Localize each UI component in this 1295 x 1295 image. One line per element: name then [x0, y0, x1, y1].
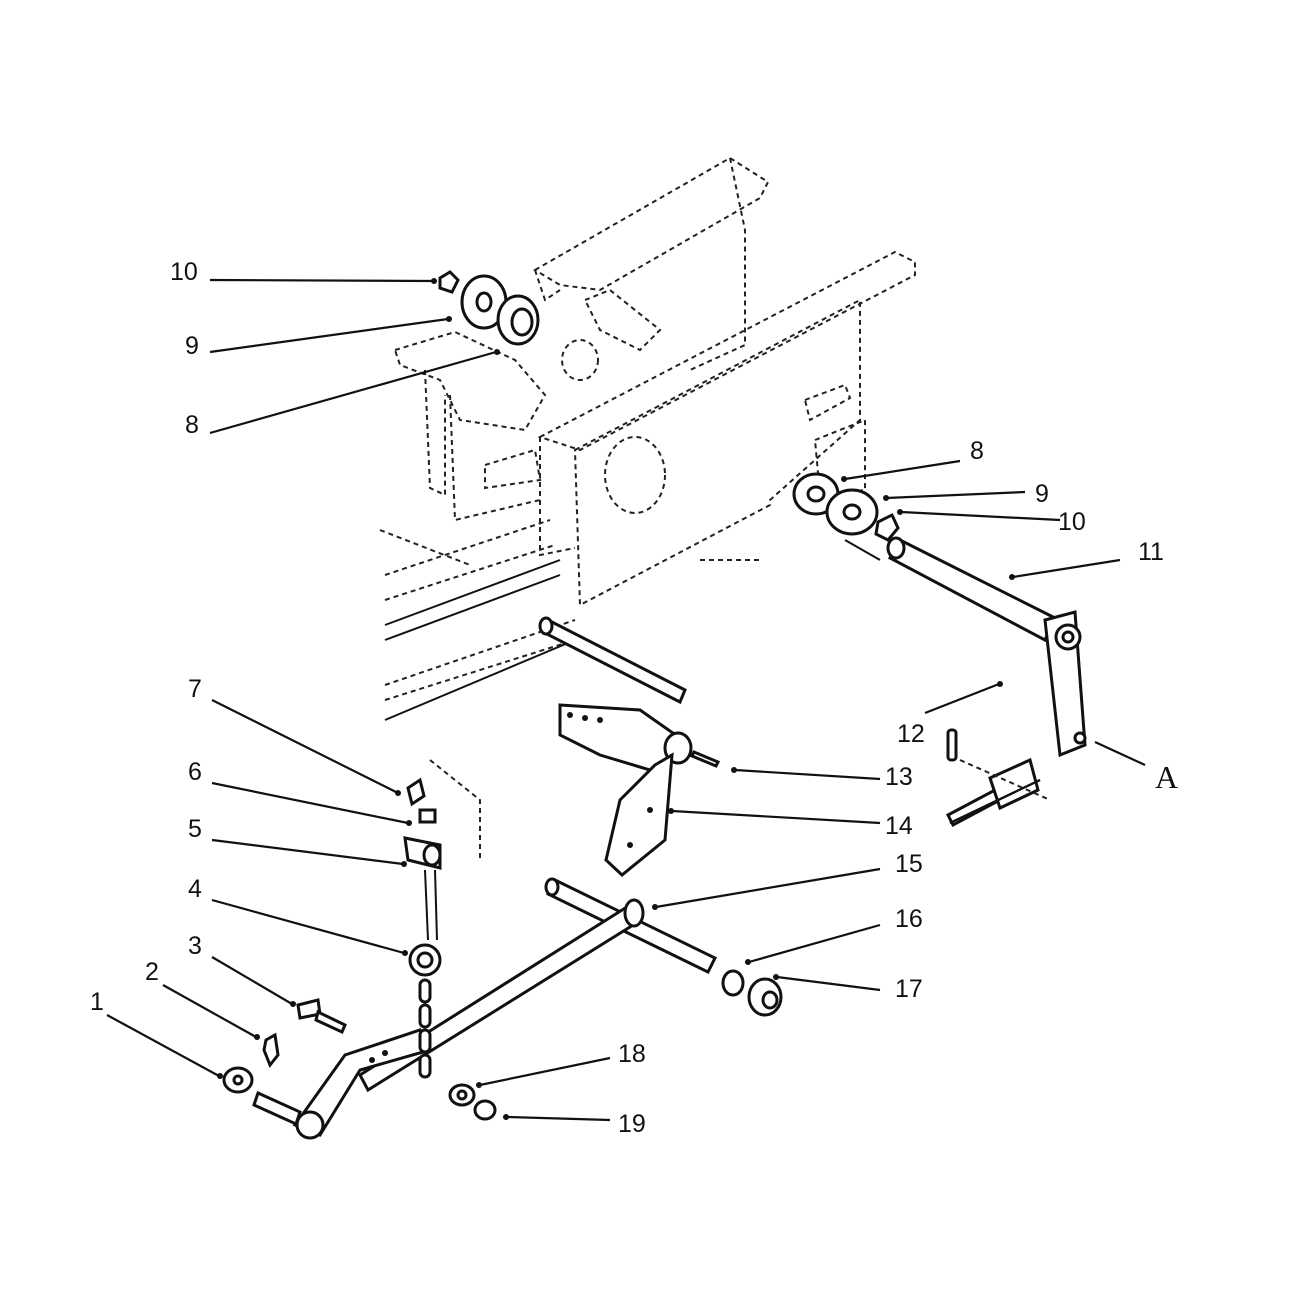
callout-labels: 10 9 8 8 9 10 11 12 A 13 14 7 6 5 4 3 2 … — [90, 258, 1178, 1138]
chain-assembly — [403, 777, 442, 1079]
callout-17: 17 — [895, 975, 923, 1003]
hardware — [222, 998, 497, 1121]
upper-rod — [538, 616, 687, 705]
callout-19: 19 — [618, 1110, 646, 1138]
callout-9: 9 — [185, 332, 199, 360]
right-shaft-assembly — [792, 472, 1087, 758]
callout-6: 6 — [188, 758, 202, 786]
callout-14: 14 — [885, 812, 913, 840]
lift-lever — [252, 1028, 433, 1140]
callout-8: 8 — [185, 411, 199, 439]
callout-13: 13 — [885, 763, 913, 791]
callout-2: 2 — [145, 958, 159, 986]
callout-11: 11 — [1138, 538, 1164, 566]
clevis-rod — [946, 728, 1051, 828]
callout-3: 3 — [188, 932, 202, 960]
leader-lines — [106, 278, 1146, 1122]
cross-shaft — [358, 877, 718, 1093]
callout-A: A — [1155, 759, 1178, 795]
callout-1: 1 — [90, 988, 104, 1016]
callout-7: 7 — [188, 675, 202, 703]
callout-10: 10 — [1058, 508, 1086, 536]
lift-arm — [558, 703, 721, 877]
callout-15: 15 — [895, 850, 923, 878]
callout-9: 9 — [1035, 480, 1049, 508]
frame-phantom — [379, 156, 916, 860]
upper-bushing-stack — [438, 270, 540, 346]
callout-8: 8 — [970, 437, 984, 465]
callout-10: 10 — [170, 258, 198, 286]
callout-4: 4 — [188, 875, 202, 903]
side-rails — [384, 559, 576, 721]
callout-18: 18 — [618, 1040, 646, 1068]
lower-bushings — [721, 969, 783, 1017]
callout-12: 12 — [897, 720, 925, 748]
callout-16: 16 — [895, 905, 923, 933]
callout-5: 5 — [188, 815, 202, 843]
